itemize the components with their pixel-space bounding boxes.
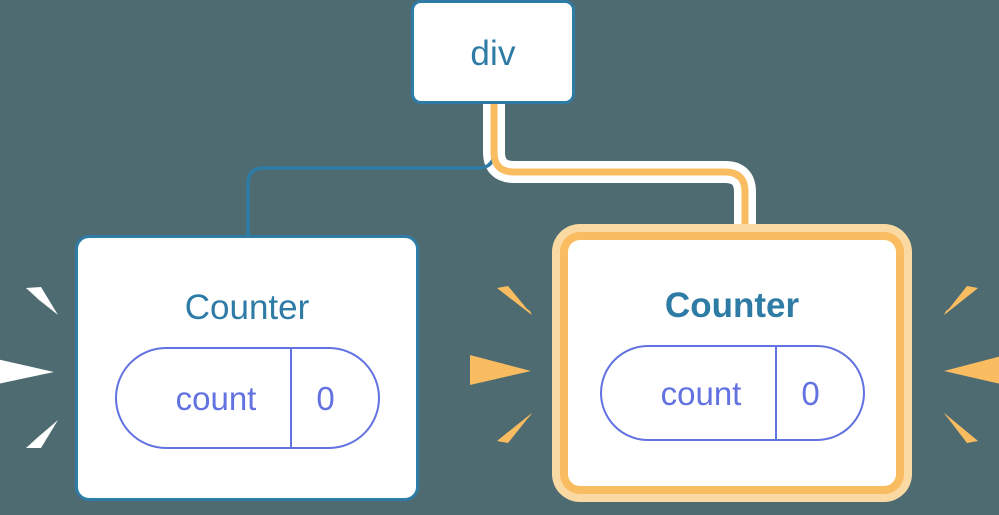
state-key-label: count: [175, 379, 257, 417]
node-div[interactable]: div: [411, 0, 575, 104]
card-content: Counter count 0: [568, 240, 896, 486]
node-counter-left-label: Counter: [184, 288, 310, 327]
white-ray-icon: [0, 359, 54, 384]
node-counter-left[interactable]: Counter count 0: [75, 235, 419, 501]
orange-ray-icon: [497, 413, 532, 441]
card-content: Counter count 0: [78, 238, 416, 498]
state-pill-right: count 0: [599, 345, 865, 441]
orange-ray-icon: [944, 356, 999, 384]
orange-ray-icon: [497, 288, 532, 315]
orange-ray-icon: [944, 288, 978, 315]
node-div-label: div: [470, 33, 516, 73]
white-ray-icon: [26, 420, 58, 448]
state-key-label: count: [660, 374, 742, 412]
node-counter-right-label: Counter: [664, 286, 800, 325]
white-ray-icon: [26, 287, 58, 315]
pill-divider: [289, 349, 292, 447]
node-counter-right[interactable]: Counter count 0: [560, 232, 904, 494]
orange-ray-group-right: [944, 286, 999, 443]
state-pill-left: count 0: [114, 347, 380, 449]
orange-ray-icon: [470, 355, 531, 385]
state-value-label: 0: [801, 374, 820, 412]
pill-divider: [774, 347, 777, 439]
state-value-label: 0: [316, 379, 335, 417]
orange-ray-group-left: [470, 286, 532, 443]
orange-connector-right: [490, 104, 749, 238]
white-ray-group-left: [0, 287, 58, 448]
orange-ray-icon: [944, 413, 978, 441]
